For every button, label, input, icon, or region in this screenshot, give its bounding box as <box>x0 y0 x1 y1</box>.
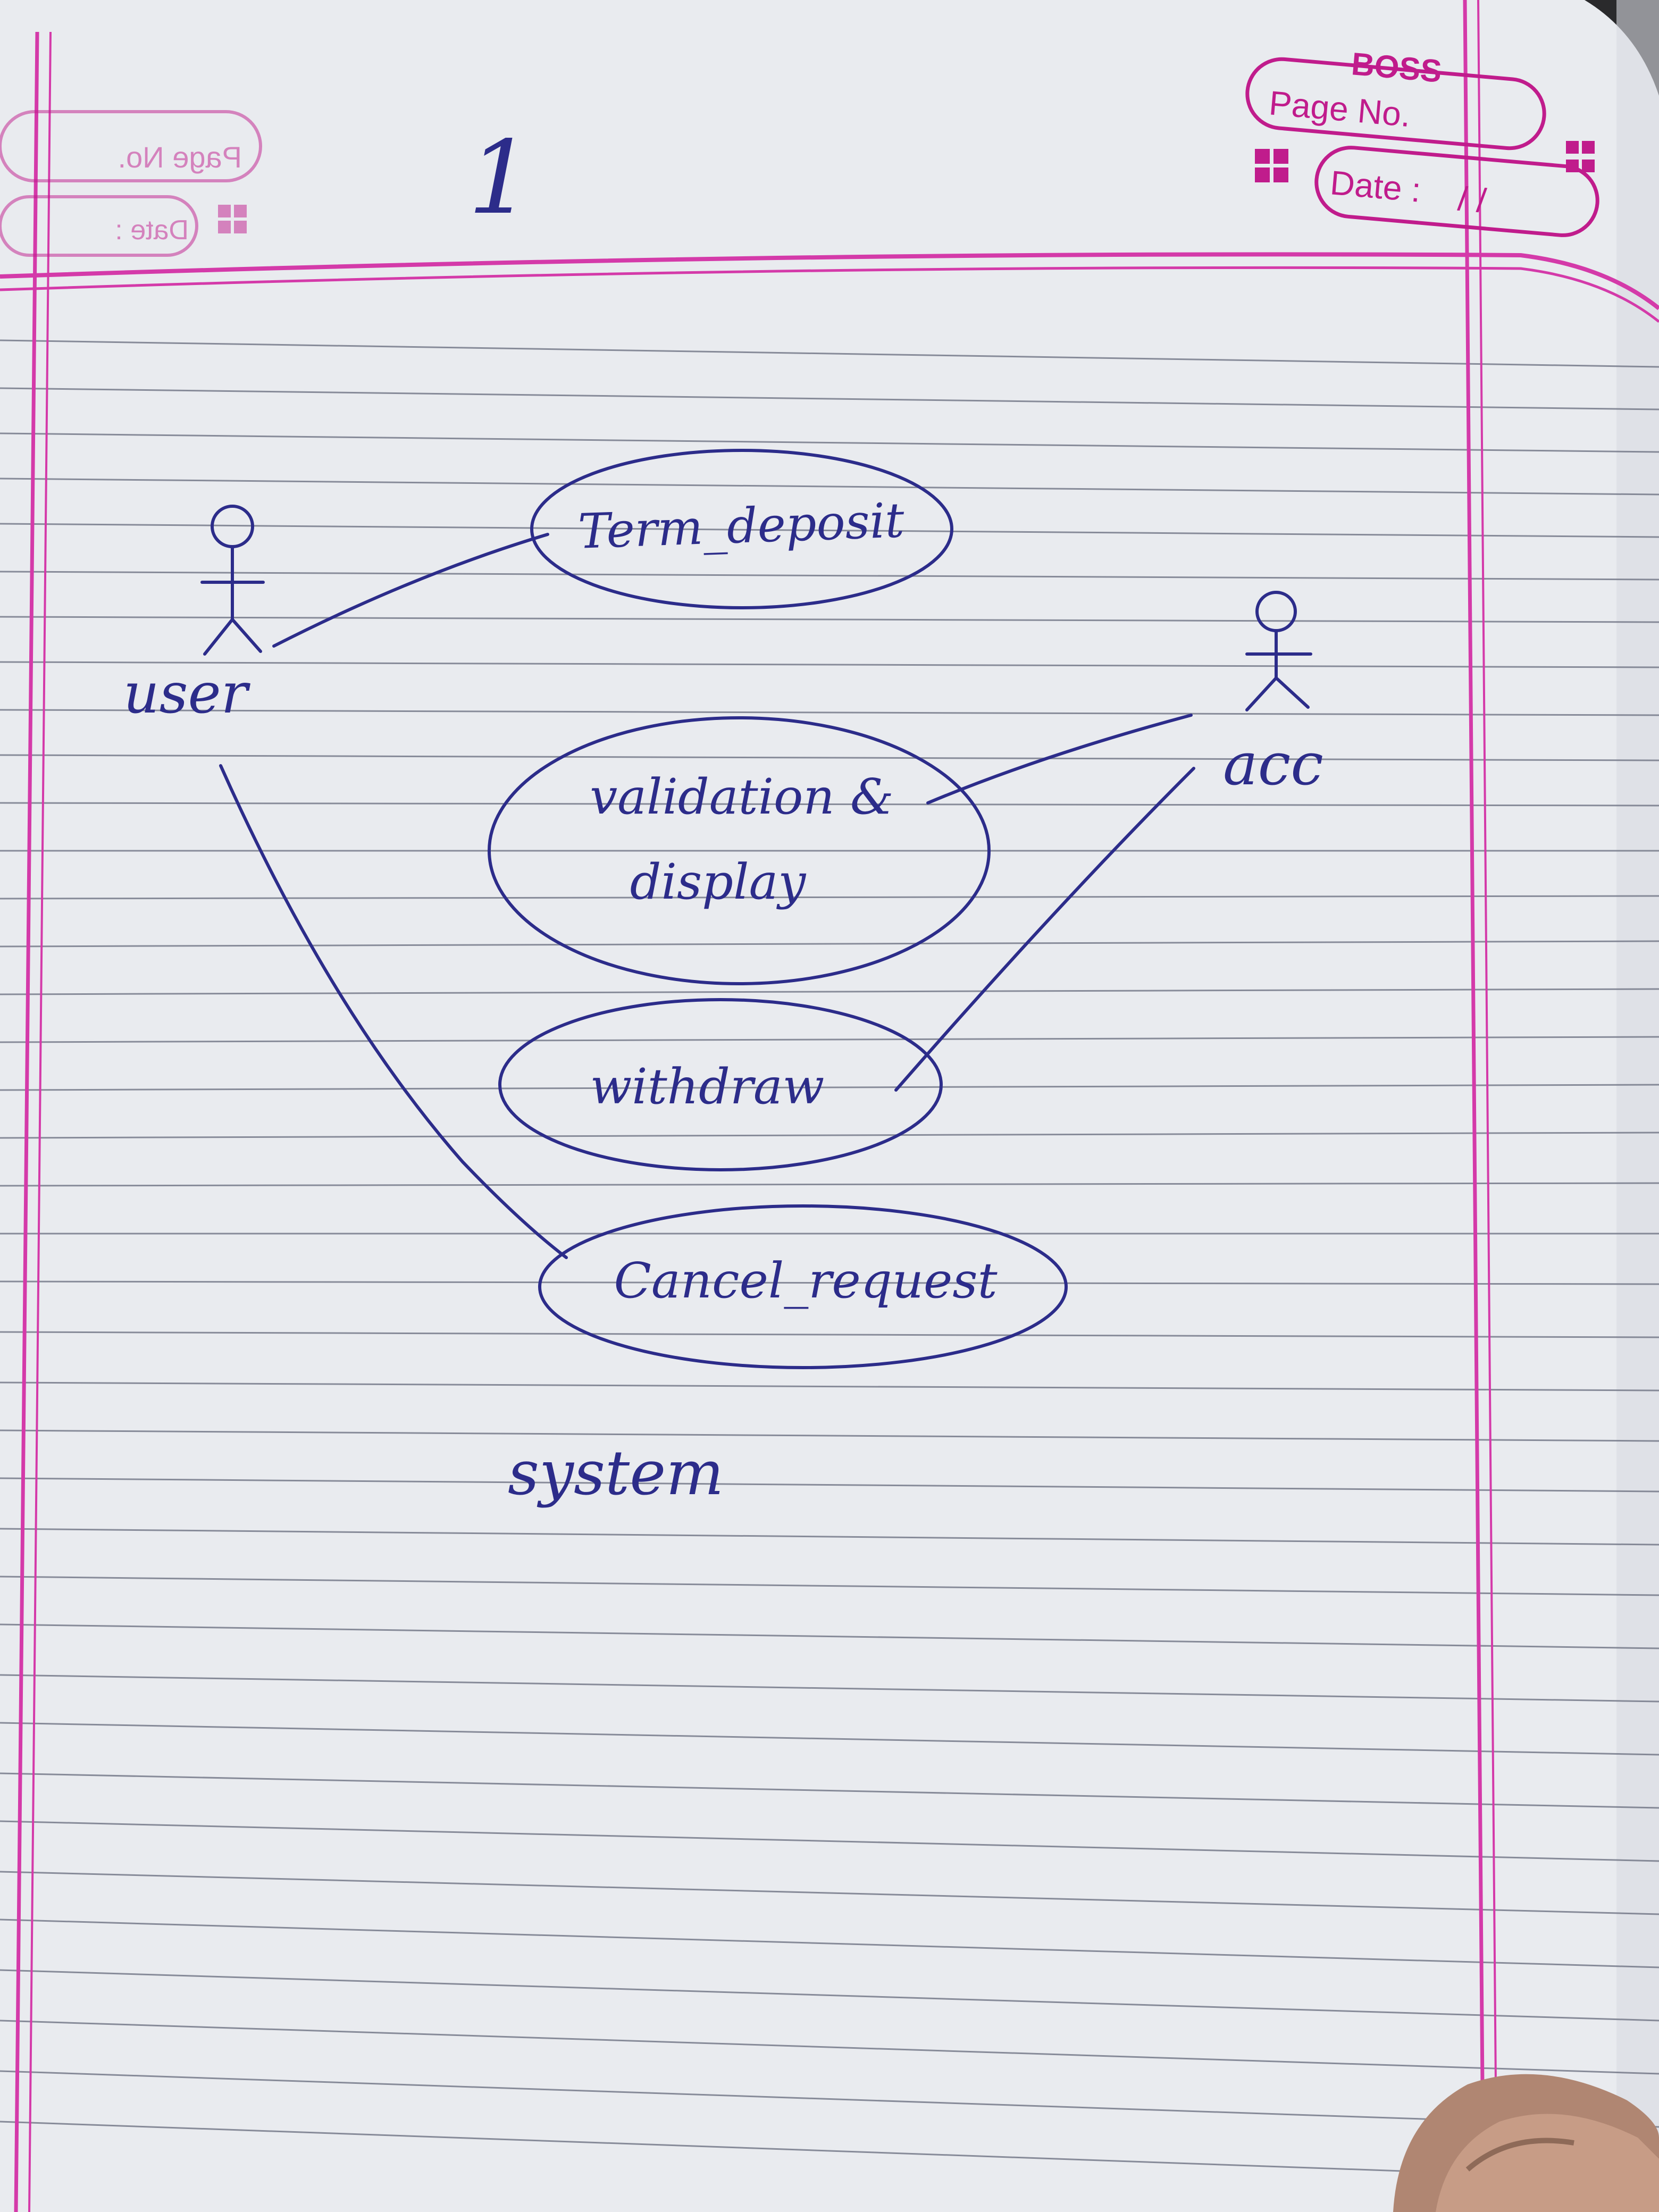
page-header-showthrough: Page No. Date : <box>0 110 262 257</box>
actor-acc-label: acc <box>1223 730 1323 798</box>
page-number: 1 <box>468 119 532 237</box>
system-boundary-label: system <box>508 1438 724 1509</box>
date-box <box>1314 146 1599 237</box>
use-case-validation-display-label: validation & <box>590 768 894 825</box>
actor-user-label: user <box>123 661 251 726</box>
use-case-cancel-request <box>538 1204 1068 1369</box>
association-acc-withdraw <box>894 767 1195 1092</box>
use-case-diagram <box>200 449 1312 1369</box>
paper-shadow-right <box>1616 0 1659 2212</box>
actor-acc <box>1245 591 1312 711</box>
page-no-box <box>1245 57 1546 150</box>
use-case-withdraw <box>498 998 943 1171</box>
mirror-date-label: Date : <box>115 215 189 246</box>
ruled-lines <box>0 339 1659 2181</box>
grid-logo-icon <box>1255 141 1595 182</box>
use-case-withdraw-label: withdraw <box>590 1058 825 1115</box>
association-acc-validation-display <box>926 714 1193 805</box>
date-label: Date : <box>1329 163 1422 210</box>
date-value: / / <box>1456 179 1488 220</box>
thumb <box>1393 2074 1659 2212</box>
use-case-cancel-request-label: Cancel_request <box>614 1252 998 1309</box>
association-user-cancel-request <box>219 764 568 1259</box>
association-user-term-deposit <box>272 533 549 648</box>
mirror-page-no-label: Page No. <box>118 140 242 174</box>
actor-user <box>200 505 265 656</box>
brand-label: BOSS <box>1350 46 1443 89</box>
use-case-term-deposit-label: Term_deposit <box>577 492 906 559</box>
use-case-validation-display-label-line2: display <box>630 853 807 910</box>
use-case-term-deposit <box>530 449 953 609</box>
use-case-validation-display <box>488 716 991 985</box>
